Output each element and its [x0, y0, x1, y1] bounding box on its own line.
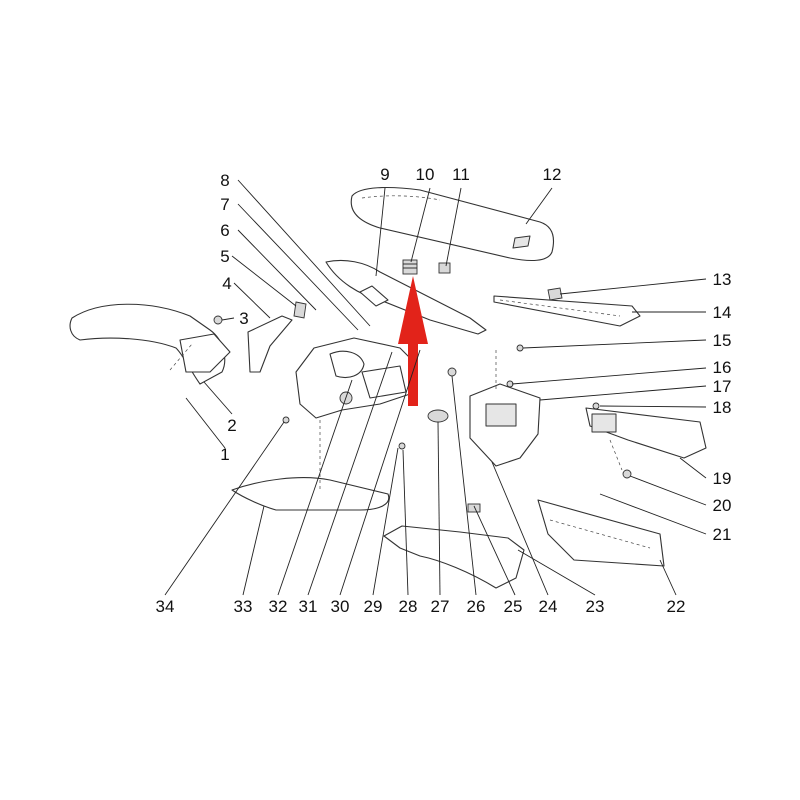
- part-nut: [213, 315, 223, 325]
- callout-19: 19: [713, 469, 732, 488]
- callout-13: 13: [713, 270, 732, 289]
- callout-9: 9: [380, 165, 389, 184]
- part-nut-20: [622, 469, 632, 479]
- part-cap: [547, 287, 563, 301]
- callout-4: 4: [222, 274, 231, 293]
- callout-8: 8: [220, 171, 229, 190]
- part-washer: [447, 367, 457, 377]
- callout-23: 23: [586, 597, 605, 616]
- callout-14: 14: [713, 303, 732, 322]
- part-bolt-34: [282, 416, 290, 424]
- callout-labels: 1 2 3 4 5 6 7 8 9 10 11 12 13 14 15 16 1…: [156, 165, 732, 616]
- part-bolt-28: [398, 442, 406, 450]
- callout-24: 24: [539, 597, 558, 616]
- callout-34: 34: [156, 597, 175, 616]
- callout-7: 7: [220, 195, 229, 214]
- part-grommet: [427, 409, 449, 423]
- part-bolt: [293, 301, 307, 319]
- part-side-cover: [383, 525, 525, 589]
- part-bolt-15: [516, 344, 524, 352]
- callout-26: 26: [467, 597, 486, 616]
- callout-20: 20: [713, 496, 732, 515]
- highlight-arrow: [398, 276, 428, 406]
- callout-3: 3: [239, 309, 248, 328]
- callout-10: 10: [416, 165, 435, 184]
- callout-11: 11: [452, 165, 470, 184]
- part-airbox: [295, 337, 417, 419]
- part-spring: [402, 259, 418, 275]
- assembly-line: [609, 439, 623, 471]
- part-seat: [350, 187, 555, 262]
- callout-5: 5: [220, 247, 229, 266]
- part-bolt-18: [592, 402, 600, 410]
- part-tail-unit: [469, 383, 541, 467]
- callout-17: 17: [713, 377, 732, 396]
- callout-15: 15: [713, 331, 732, 350]
- callout-16: 16: [713, 358, 732, 377]
- callout-32: 32: [269, 597, 288, 616]
- part-side-panel: [231, 477, 390, 511]
- callout-31: 31: [299, 597, 318, 616]
- callout-33: 33: [234, 597, 253, 616]
- callout-27: 27: [431, 597, 450, 616]
- part-licence-mount: [591, 413, 617, 433]
- callout-22: 22: [667, 597, 686, 616]
- leader-lines: [164, 179, 707, 596]
- part-mud-flap: [537, 499, 665, 567]
- part-clip: [438, 262, 451, 274]
- callout-1: 1: [220, 445, 229, 464]
- part-rail: [493, 295, 641, 327]
- callout-6: 6: [220, 221, 229, 240]
- part-spacer: [467, 503, 481, 513]
- callout-25: 25: [504, 597, 523, 616]
- callout-12: 12: [543, 165, 562, 184]
- callout-30: 30: [331, 597, 350, 616]
- callout-29: 29: [364, 597, 383, 616]
- part-front-fender: [69, 303, 231, 385]
- callout-2: 2: [227, 416, 236, 435]
- part-headlight-bracket: [247, 315, 293, 373]
- part-seat-frame: [325, 259, 487, 335]
- callout-18: 18: [713, 398, 732, 417]
- callout-21: 21: [713, 525, 732, 544]
- callout-28: 28: [399, 597, 418, 616]
